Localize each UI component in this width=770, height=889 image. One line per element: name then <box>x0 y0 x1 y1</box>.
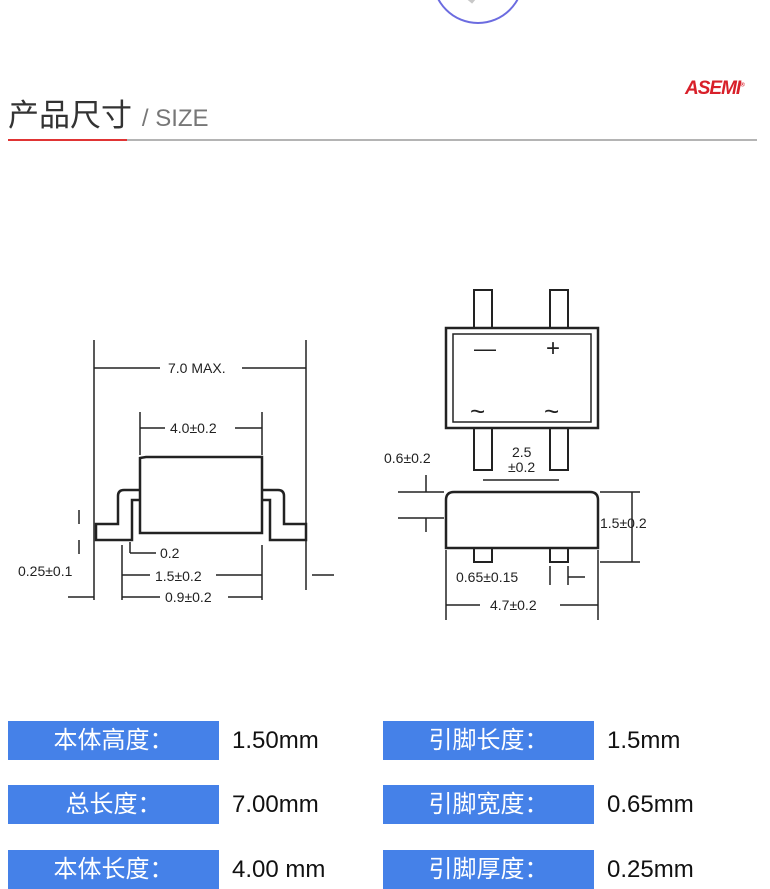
spec-value-lead-width: 0.65mm <box>607 791 694 818</box>
dim-pitch: 2.5 <box>512 444 532 460</box>
spec-label-lead-width: 引脚宽度： <box>383 785 594 824</box>
spec-label-body-length: 本体长度： <box>8 850 219 889</box>
minus-terminal: — <box>474 336 496 361</box>
dimension-drawing: 7.0 MAX. 4.0±0.2 0.25±0.1 0.2 1.5±0.2 0.… <box>18 289 647 620</box>
dim-height: 1.5±0.2 <box>600 515 647 531</box>
dim-gap: 0.2 <box>160 545 180 561</box>
spec-value-body-height: 1.50mm <box>232 727 319 754</box>
ac-terminal: ~ <box>544 396 559 426</box>
decorative-badge-icon <box>432 0 524 24</box>
dim-lead-length: 1.5±0.2 <box>155 568 202 584</box>
spec-value-lead-length: 1.5mm <box>607 727 681 754</box>
spec-value-lead-thickness: 0.25mm <box>607 856 694 883</box>
spec-label-body-height: 本体高度： <box>8 721 219 760</box>
top-view: — + ~ ~ 2.5 ±0.2 0.6±0.2 1.5±0.2 0.65±0.… <box>384 289 647 620</box>
dim-body-length: 4.0±0.2 <box>170 420 217 436</box>
dim-overall-length: 7.0 MAX. <box>168 360 226 376</box>
section-title: 产品尺寸 / SIZE <box>8 98 209 134</box>
side-view: 7.0 MAX. 4.0±0.2 0.25±0.1 0.2 1.5±0.2 0.… <box>18 340 334 605</box>
divider-accent <box>8 139 127 141</box>
dim-width: 4.7±0.2 <box>490 597 537 613</box>
dim-standoff: 0.6±0.2 <box>384 450 431 466</box>
dim-foot: 0.9±0.2 <box>165 589 212 605</box>
dim-lead-thickness: 0.25±0.1 <box>18 563 73 579</box>
plus-terminal: + <box>546 335 560 362</box>
ac-terminal: ~ <box>470 396 485 426</box>
divider <box>8 139 757 141</box>
spec-label-lead-length: 引脚长度： <box>383 721 594 760</box>
spec-value-body-length: 4.00 mm <box>232 856 326 883</box>
dim-pitch-tol: ±0.2 <box>508 459 535 475</box>
spec-label-total-length: 总长度： <box>8 785 219 824</box>
spec-value-total-length: 7.00mm <box>232 791 319 818</box>
asemi-logo: ASEMI® <box>685 78 745 99</box>
spec-label-lead-thickness: 引脚厚度： <box>383 850 594 889</box>
dim-lead-width: 0.65±0.15 <box>456 569 518 585</box>
